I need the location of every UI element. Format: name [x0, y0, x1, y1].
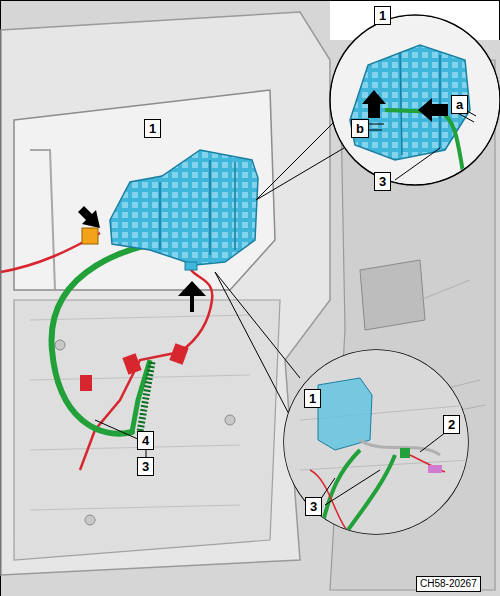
callout-number: 3: [374, 172, 391, 191]
callout-number: 3: [137, 457, 154, 476]
callout-number: 3: [305, 497, 322, 516]
callout-number: 1: [374, 6, 391, 25]
callout-number: 1: [144, 119, 161, 138]
callout-letter: a: [451, 95, 468, 114]
callout-letter: b: [351, 119, 369, 138]
figure-code: CH58-20267: [416, 576, 481, 592]
callout-number: 4: [137, 431, 154, 450]
callout-number: 1: [304, 389, 321, 408]
callout-number: 2: [443, 415, 460, 434]
